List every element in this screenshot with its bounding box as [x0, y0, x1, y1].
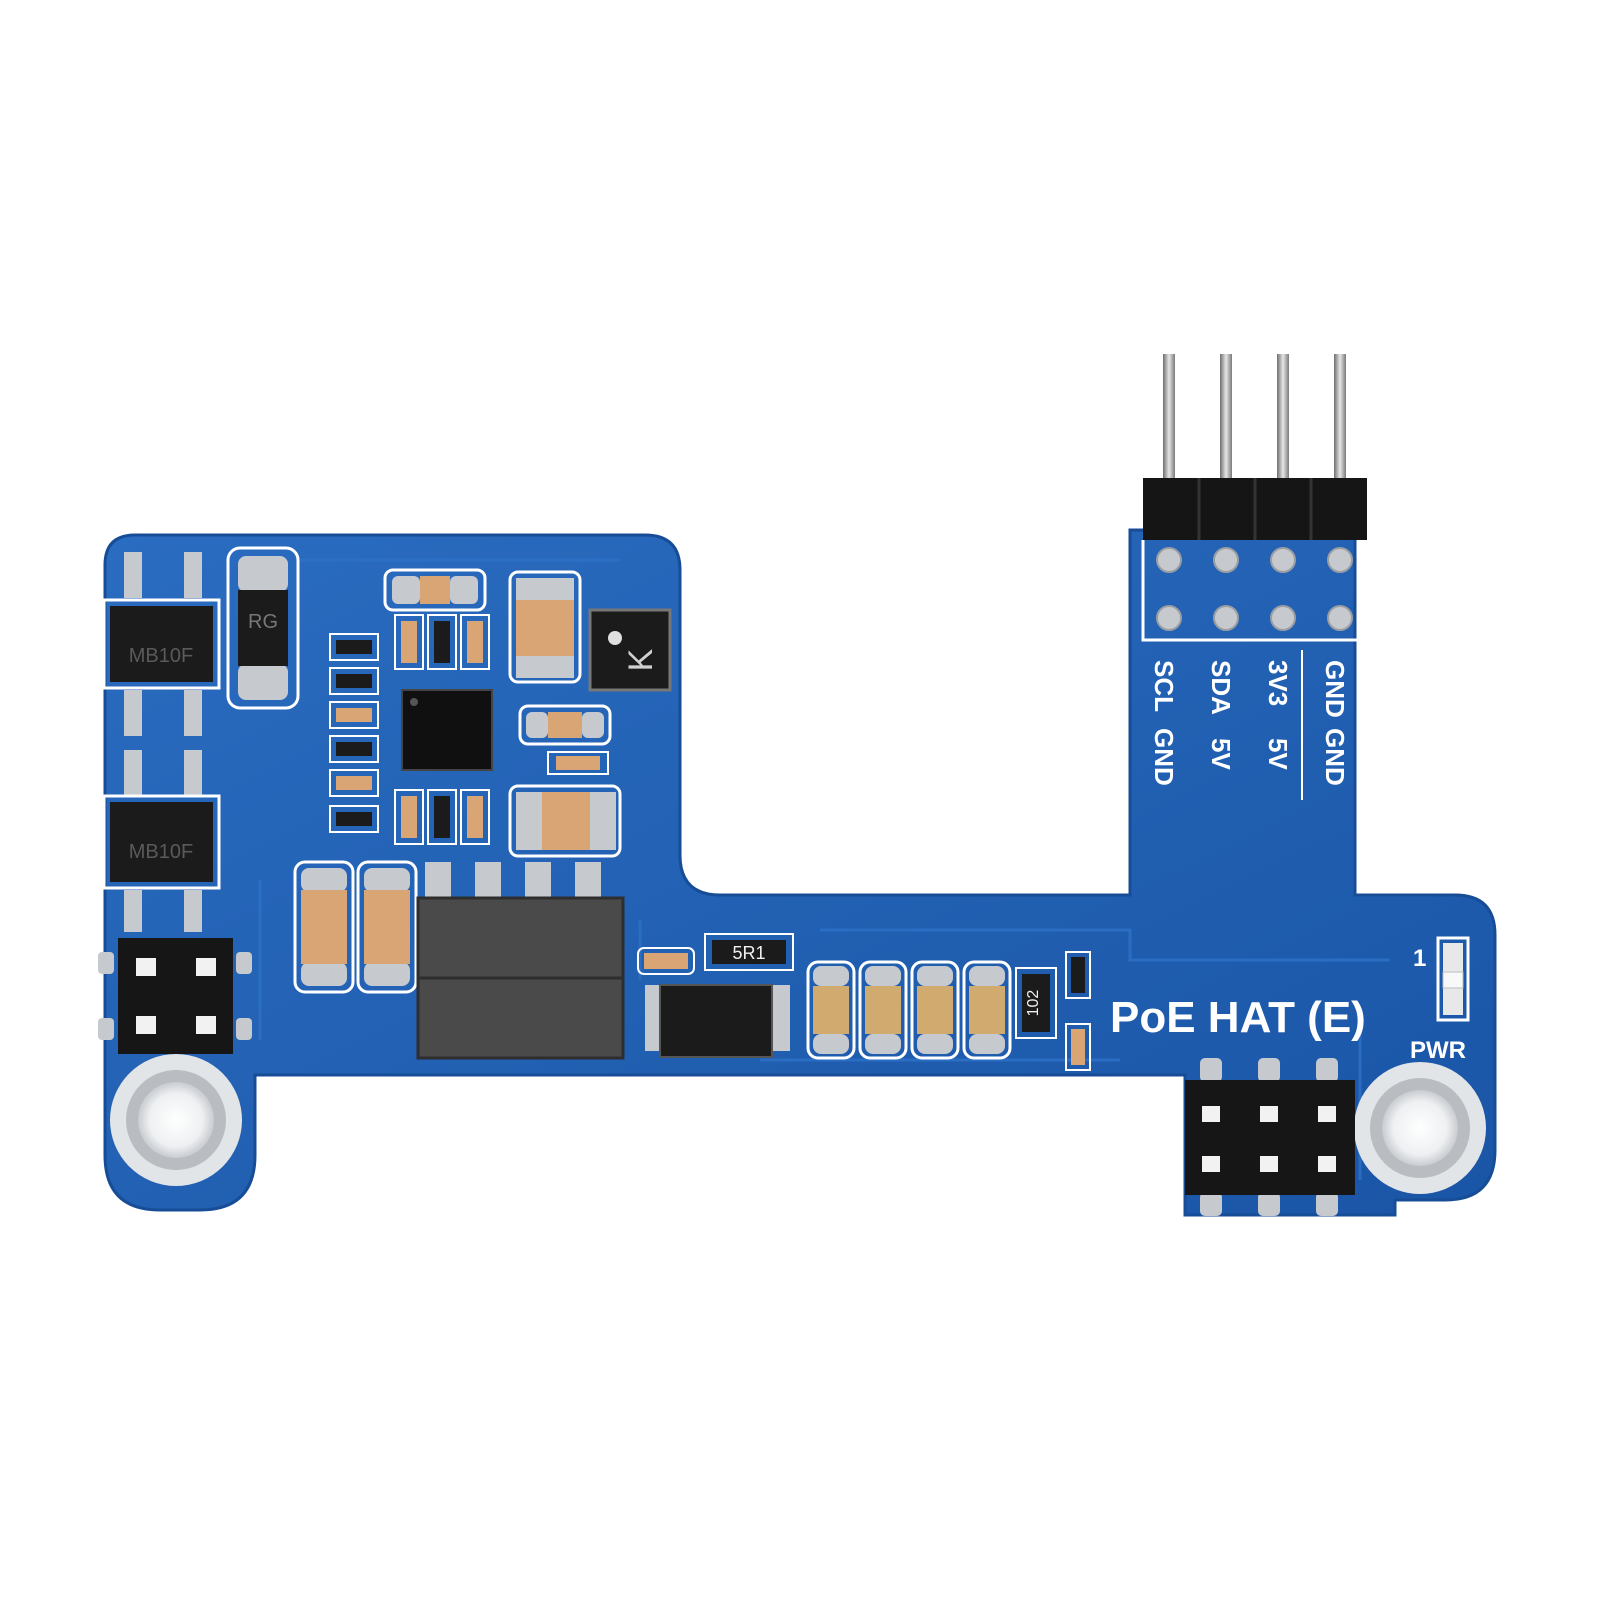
capacitor-pair — [293, 860, 418, 994]
transformer — [416, 862, 625, 1060]
led-pin1-marker: 1 — [1413, 945, 1426, 972]
fan-connector-right — [1185, 1058, 1355, 1216]
i2c-header-pins — [1143, 354, 1367, 540]
resistor-102-label: 102 — [1025, 990, 1042, 1017]
header-silk-outline — [1141, 540, 1362, 642]
resistor-column — [329, 633, 379, 833]
resistor-5r1: 5R1 — [637, 933, 794, 975]
mosfet — [645, 984, 790, 1058]
pin-label-gnd-3: GND — [1320, 728, 1350, 786]
pwr-label: PWR — [1410, 1037, 1466, 1064]
pin-label-3v3: 3V3 — [1263, 660, 1293, 706]
capacitor-large-2 — [508, 784, 622, 858]
board-title: PoE HAT (E) — [1110, 993, 1366, 1042]
bridge-label-2: MB10F — [129, 841, 193, 863]
mounting-hole-right — [1354, 1062, 1486, 1194]
pin-labels: SCL GND SDA 5V 3V3 5V GND GND — [1149, 660, 1350, 786]
capacitor-large-1 — [508, 570, 582, 684]
pin-label-sda: SDA — [1206, 660, 1236, 715]
bridge-label-1: MB10F — [129, 645, 193, 667]
diode-rg: RG — [226, 546, 300, 710]
mounting-hole-left — [110, 1054, 242, 1186]
resistor-small-pair — [1065, 951, 1091, 1071]
pcb-traces — [258, 558, 1390, 1180]
resistor-trio-bottom — [394, 789, 490, 845]
fan-connector-left — [98, 938, 252, 1054]
capacitor-mid — [518, 704, 612, 775]
controller-ic — [401, 689, 493, 771]
pin-label-gnd-1: GND — [1149, 728, 1179, 786]
resistor-trio-top — [394, 614, 490, 670]
pin-label-gnd-2: GND — [1320, 660, 1350, 718]
pin-label-5v-1: 5V — [1206, 738, 1236, 770]
capacitor-top — [383, 568, 487, 612]
pin-label-5v-2: 5V — [1263, 738, 1293, 770]
bridge-rectifier-2: MB10F — [102, 750, 221, 932]
capacitor-bank — [806, 960, 1012, 1060]
diode-label: RG — [248, 611, 278, 633]
header-pads — [1156, 547, 1353, 631]
sense-resistor-label: 5R1 — [732, 943, 765, 963]
pwr-led: 1 PWR — [1410, 936, 1470, 1064]
bridge-rectifier-1: MB10F — [102, 552, 221, 736]
inductor-label: K — [622, 648, 660, 671]
pin-label-scl: SCL — [1149, 660, 1179, 712]
inductor-k: K — [588, 608, 672, 692]
resistor-102: 102 — [1015, 967, 1057, 1039]
